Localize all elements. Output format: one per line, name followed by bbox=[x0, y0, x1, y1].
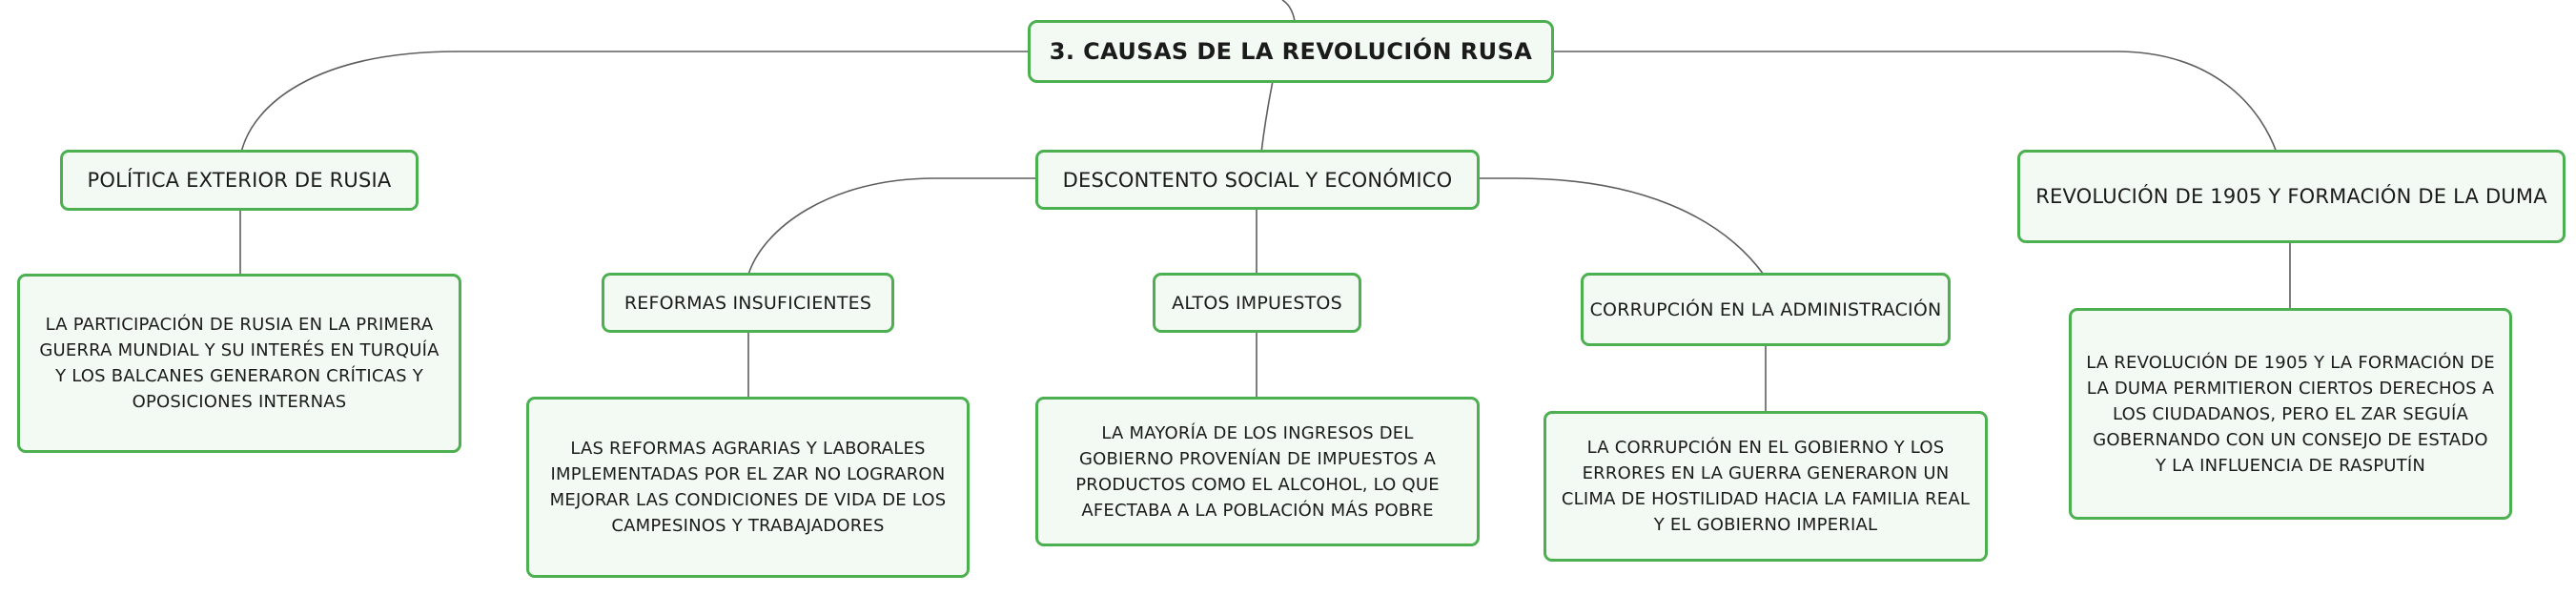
connector-root-to-politica bbox=[240, 51, 1028, 154]
node-altos-impuestos-detail[interactable]: LA MAYORÍA DE LOS INGRESOS DEL GOBIERNO … bbox=[1035, 397, 1480, 546]
node-reformas-insuficientes-detail[interactable]: LAS REFORMAS AGRARIAS Y LABORALES IMPLEM… bbox=[526, 397, 970, 578]
node-altos-impuestos-detail-text: LA MAYORÍA DE LOS INGRESOS DEL GOBIERNO … bbox=[1075, 422, 1440, 521]
node-revolucion-1905-detail[interactable]: LA REVOLUCIÓN DE 1905 Y LA FORMACIÓN DE … bbox=[2069, 308, 2512, 520]
node-descontento-social-label: DESCONTENTO SOCIAL Y ECONÓMICO bbox=[1062, 168, 1453, 192]
connector-incoming-top bbox=[1281, 0, 1296, 22]
node-politica-exterior-detail[interactable]: LA PARTICIPACIÓN DE RUSIA EN LA PRIMERA … bbox=[17, 274, 461, 453]
connector-root-to-descontento bbox=[1260, 80, 1274, 154]
connector-descontento-to-corrupcion bbox=[1478, 177, 1765, 276]
root-node-label: 3. CAUSAS DE LA REVOLUCIÓN RUSA bbox=[1049, 38, 1533, 65]
root-node[interactable]: 3. CAUSAS DE LA REVOLUCIÓN RUSA bbox=[1028, 20, 1554, 83]
node-revolucion-1905-detail-text: LA REVOLUCIÓN DE 1905 Y LA FORMACIÓN DE … bbox=[2086, 352, 2495, 476]
node-reformas-insuficientes[interactable]: REFORMAS INSUFICIENTES bbox=[602, 273, 894, 333]
node-politica-exterior[interactable]: POLÍTICA EXTERIOR DE RUSIA bbox=[60, 150, 419, 211]
node-altos-impuestos[interactable]: ALTOS IMPUESTOS bbox=[1153, 273, 1361, 333]
node-altos-impuestos-label: ALTOS IMPUESTOS bbox=[1172, 292, 1342, 314]
node-corrupcion-administracion-label: CORRUPCIÓN EN LA ADMINISTRACIÓN bbox=[1589, 298, 1942, 320]
node-politica-exterior-label: POLÍTICA EXTERIOR DE RUSIA bbox=[87, 169, 392, 192]
node-reformas-insuficientes-detail-text: LAS REFORMAS AGRARIAS Y LABORALES IMPLEM… bbox=[549, 439, 947, 536]
connector-descontento-to-reformas bbox=[747, 177, 1037, 276]
node-corrupcion-administracion-detail[interactable]: LA CORRUPCIÓN EN EL GOBIERNO Y LOS ERROR… bbox=[1544, 411, 1988, 562]
node-politica-exterior-detail-text: LA PARTICIPACIÓN DE RUSIA EN LA PRIMERA … bbox=[39, 315, 440, 412]
node-descontento-social[interactable]: DESCONTENTO SOCIAL Y ECONÓMICO bbox=[1035, 150, 1480, 210]
node-reformas-insuficientes-label: REFORMAS INSUFICIENTES bbox=[624, 292, 872, 314]
connector-root-to-revolucion1905 bbox=[1554, 51, 2278, 154]
node-corrupcion-administracion[interactable]: CORRUPCIÓN EN LA ADMINISTRACIÓN bbox=[1581, 273, 1951, 346]
node-revolucion-1905-label: REVOLUCIÓN DE 1905 Y FORMACIÓN DE LA DUM… bbox=[2035, 185, 2547, 208]
node-corrupcion-administracion-detail-text: LA CORRUPCIÓN EN EL GOBIERNO Y LOS ERROR… bbox=[1561, 438, 1971, 535]
node-revolucion-1905[interactable]: REVOLUCIÓN DE 1905 Y FORMACIÓN DE LA DUM… bbox=[2017, 150, 2566, 243]
